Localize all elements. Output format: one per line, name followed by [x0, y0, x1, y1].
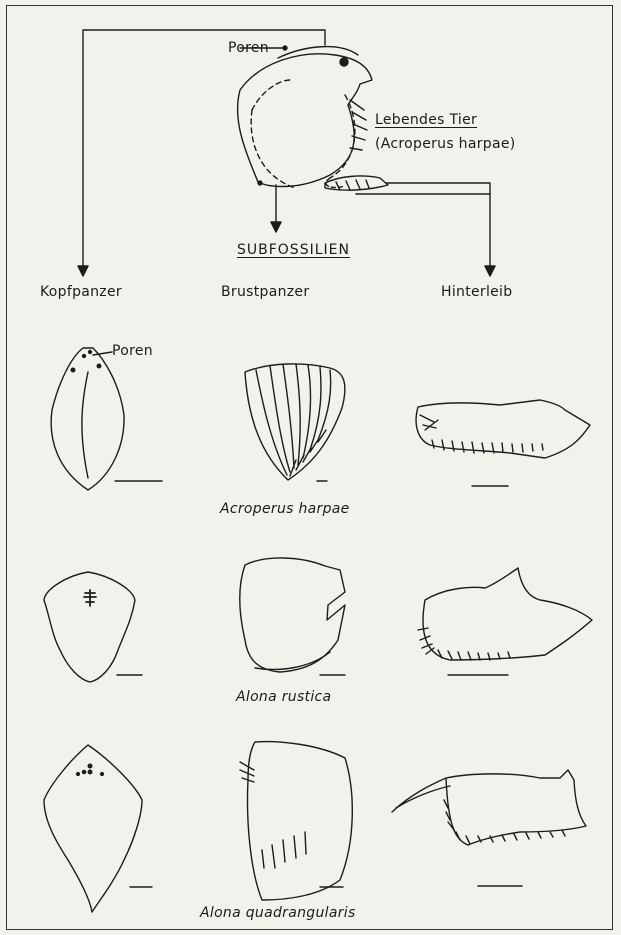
column-postabdomen: Hinterleib: [441, 284, 512, 300]
living-animal-species: (Acroperus harpae): [375, 136, 516, 152]
carapace-quadrangularis: [248, 742, 353, 900]
head-shield-acroperus: [51, 348, 124, 490]
species-label-alona-rustica: Alona rustica: [236, 689, 331, 705]
living-animal-drawing: [238, 46, 388, 190]
row-alona-quadrangularis: [44, 742, 586, 912]
column-carapace: Brustpanzer: [221, 284, 309, 300]
row-acroperus: [51, 348, 590, 490]
column-head-shield: Kopfpanzer: [40, 284, 122, 300]
row-alona-rustica: [44, 558, 592, 682]
postabdomen-rustica: [423, 568, 592, 660]
head-shield-quadrangularis: [44, 745, 142, 912]
living-animal-label: Lebendes Tier: [375, 112, 477, 128]
species-label-acroperus: Acroperus harpae: [220, 501, 350, 517]
pores-label-row1: Poren: [112, 343, 153, 359]
carapace-rustica: [240, 558, 345, 672]
pores-label-top: Poren: [228, 40, 269, 56]
connector-lines: [78, 30, 495, 276]
postabdomen-quadrangularis: [446, 770, 586, 845]
subfossil-heading: SUBFOSSILIEN: [237, 242, 350, 258]
head-shield-rustica: [44, 572, 135, 682]
species-label-alona-quadrangularis: Alona quadrangularis: [200, 905, 356, 921]
